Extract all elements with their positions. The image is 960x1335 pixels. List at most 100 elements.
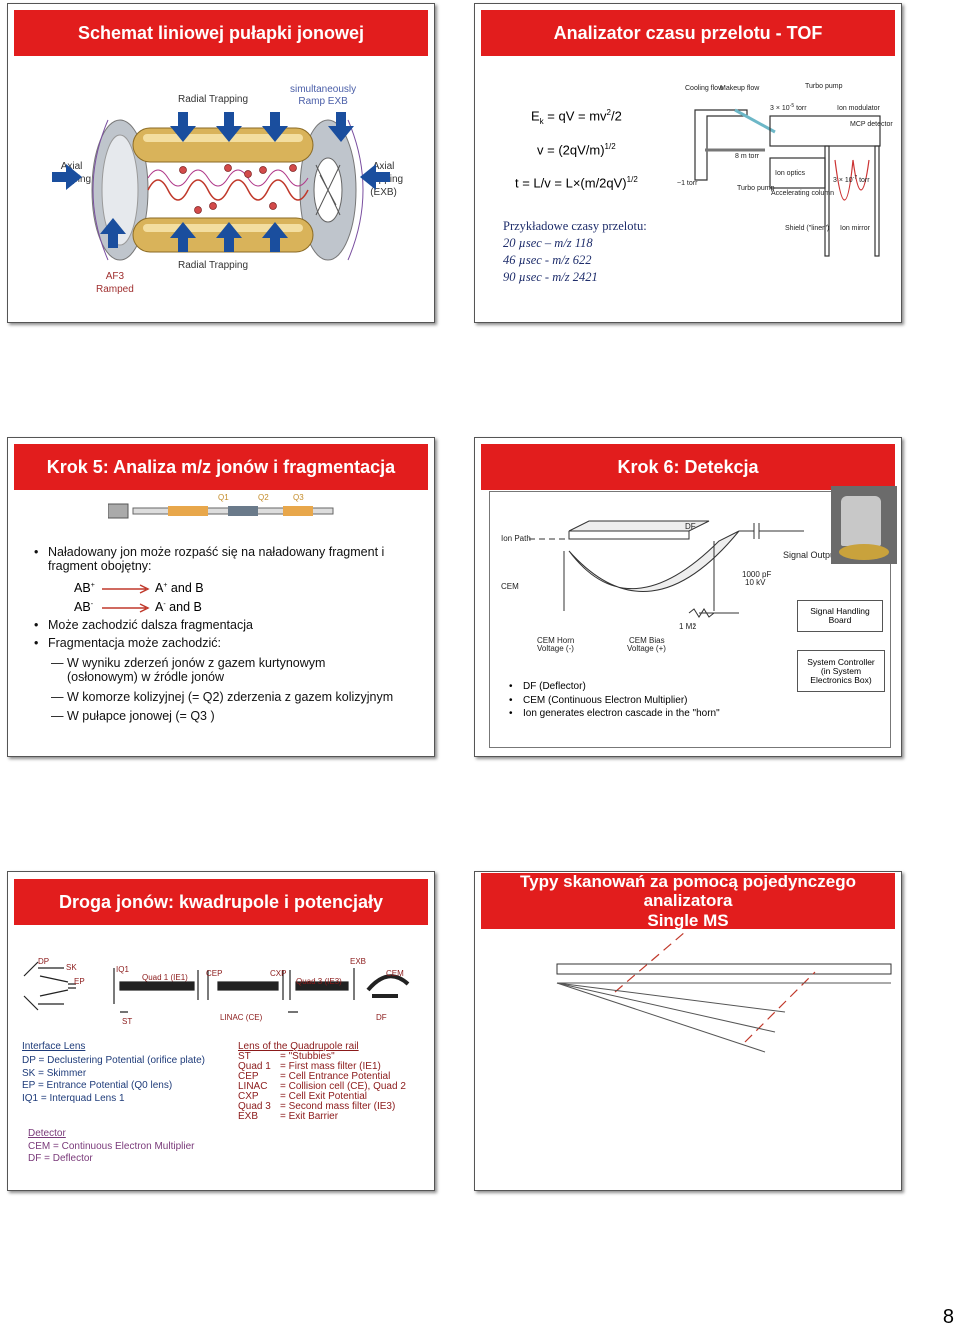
flight-times: Przykładowe czasy przelotu: 20 µsec – m/… [503, 218, 647, 286]
trapping-arrows [8, 4, 434, 322]
label-ion-modulator: Ion modulator [837, 105, 880, 112]
cem-photo [831, 486, 897, 564]
label-accelerating-column: Accelerating column [771, 190, 834, 197]
label-cxp: CXP [270, 969, 286, 978]
bullet-fragmentation: Naładowany jon może rozpaść się na naład… [48, 545, 384, 573]
label-makeup: Makeup flow [720, 85, 760, 92]
arrow-down-2-icon [216, 112, 242, 142]
tof-schematic: Cooling flow Makeup flow Turbo pump Ion … [675, 80, 895, 260]
label-exb: EXB [350, 957, 366, 966]
label-iq1: IQ1 [116, 965, 129, 974]
arrow-left-axial-icon [360, 164, 390, 190]
label-pressure-3: ~1 torr [677, 180, 698, 187]
sub-collision-cell: W komorze kolizyjnej (= Q2) zderzenia z … [67, 690, 393, 704]
reaction-positive-products: A+ and B [155, 581, 204, 595]
slide-title: Krok 5: Analiza m/z jonów i fragmentacja [14, 444, 428, 490]
legend-cem: CEM = Continuous Electron Multiplier [28, 1141, 194, 1154]
reaction-arrow-2-icon [102, 603, 152, 613]
flight-time-3: 90 µsec - m/z 2421 [503, 269, 647, 286]
arrow-down-exb-icon [328, 112, 354, 142]
legend-df: DF = Deflector [28, 1153, 194, 1166]
label-df: DF [376, 1013, 387, 1022]
slide-mz-analysis: Krok 5: Analiza m/z jonów i fragmentacja… [7, 437, 435, 757]
slide-tof-analyzer: Analizator czasu przelotu - TOF Ek = qV … [474, 3, 902, 323]
bullet-further-fragmentation: Może zachodzić dalsza fragmentacja [48, 618, 253, 632]
signal-output-label: Signal Output [783, 550, 838, 560]
label-st: ST [122, 1017, 132, 1026]
label-q3: Q3 [293, 493, 304, 502]
label-pressure-2: 8 m torr [735, 153, 760, 160]
ion-beams [557, 983, 891, 1052]
label-turbo-bottom: Turbo pump [737, 185, 775, 192]
arrow-down-1-icon [170, 112, 196, 142]
legend-sk: SK = Skimmer [22, 1068, 205, 1081]
equation-velocity: v = (2qV/m)1/2 [537, 142, 616, 157]
flight-time-2: 46 µsec - m/z 622 [503, 252, 647, 269]
bullet-fragmentation-occurs: Fragmentacja może zachodzić: [48, 636, 221, 650]
label-dp: DP [38, 957, 49, 966]
page-number: 8 [943, 1306, 954, 1329]
label-quad3: Quad 3 (IE3) [296, 977, 342, 986]
triple-quad-diagram: Q1 Q2 Q3 [108, 490, 348, 530]
label-q1: Q1 [218, 493, 229, 502]
label-mcp: MCP detector [850, 121, 893, 128]
detector-title: Detector [28, 1128, 194, 1141]
label-q2: Q2 [258, 493, 269, 502]
label-cep: CEP [206, 969, 222, 978]
slide-ion-path: Droga jonów: kwadrupole i potencjały DP … [7, 871, 435, 1191]
slide-scan-types: Typy skanowań za pomocą pojedynczego ana… [474, 871, 902, 1191]
label-voltage: 10 kV [745, 578, 766, 587]
label-cem-horn-voltage: Voltage (-) [537, 644, 574, 653]
slide-detection: Krok 6: Detekcja Ion Path DF CEM 1000 pF… [474, 437, 902, 757]
label-shield: Shield ("liner") [785, 225, 829, 232]
bullet-cascade: •Ion generates electron cascade in the "… [523, 707, 720, 721]
label-resistor: 1 Mž [679, 622, 696, 631]
reaction-arrow-1-icon [102, 584, 152, 594]
flight-time-1: 20 µsec – m/z 118 [503, 235, 647, 252]
detector-legend: Detector CEM = Continuous Electron Multi… [28, 1128, 194, 1166]
equation-kinetic-energy: Ek = qV = mv2/2 [531, 108, 622, 126]
label-cem: CEM [501, 582, 519, 591]
label-ion-optics: Ion optics [775, 170, 805, 177]
interface-lens-legend: Interface Lens DP = Declustering Potenti… [22, 1042, 205, 1105]
label-pressure-1: 3 × 10-5 torr [770, 103, 807, 112]
label-ion-path: Ion Path [501, 534, 531, 543]
label-linac: LINAC (CE) [220, 1013, 263, 1022]
label-sk: SK [66, 963, 77, 972]
label-quad1: Quad 1 (IE1) [142, 973, 188, 982]
single-ms-diagram [475, 872, 901, 1190]
sub-curtain-gas: W wyniku zderzeń jonów z gazem kurtynowy… [67, 656, 325, 684]
reaction-positive: AB+ [74, 581, 95, 595]
label-ion-mirror: Ion mirror [840, 225, 871, 232]
label-cem-bias-voltage: Voltage (+) [627, 644, 666, 653]
reaction-negative-products: A- and B [155, 600, 202, 614]
legend-dp: DP = Declustering Potential (orifice pla… [22, 1055, 205, 1068]
legend-ep: EP = Entrance Potential (Q0 lens) [22, 1080, 205, 1093]
scan-lines [615, 932, 815, 1042]
label-ep: EP [74, 977, 85, 986]
slide-linear-ion-trap: Schemat liniowej pułapki jonowej Radial … [7, 3, 435, 323]
quad-rail [557, 964, 891, 974]
bullet-df: •DF (Deflector) [523, 680, 720, 694]
reaction-negative: AB- [74, 600, 93, 614]
label-turbo-top: Turbo pump [805, 83, 843, 90]
flight-times-title: Przykładowe czasy przelotu: [503, 218, 647, 235]
signal-handling-board: Signal HandlingBoard [797, 600, 883, 632]
label-cooling: Cooling flow [685, 85, 724, 92]
arrow-up-1-icon [170, 222, 196, 252]
bullet-cem: •CEM (Continuous Electron Multiplier) [523, 694, 720, 708]
detector-bullets: •DF (Deflector) •CEM (Continuous Electro… [523, 680, 720, 721]
legend-iq1: IQ1 = Interquad Lens 1 [22, 1093, 205, 1106]
slide-title: Krok 6: Detekcja [481, 444, 895, 490]
arrow-up-2-icon [216, 222, 242, 252]
arrow-up-3-icon [262, 222, 288, 252]
slide-title: Analizator czasu przelotu - TOF [481, 10, 895, 56]
sub-ion-trap: W pułapce jonowej (= Q3 ) [67, 709, 215, 723]
cem-schematic: Ion Path DF CEM 1000 pF 10 kV 1 Mž CEM H… [489, 491, 809, 691]
interface-lens-title: Interface Lens [22, 1042, 205, 1052]
arrow-af3-icon [100, 218, 126, 248]
label-pressure-4: 3 × 10-7 torr [833, 175, 870, 184]
arrow-down-3-icon [262, 112, 288, 142]
arrow-right-axial-icon [52, 164, 82, 190]
label-df: DF [685, 522, 696, 531]
